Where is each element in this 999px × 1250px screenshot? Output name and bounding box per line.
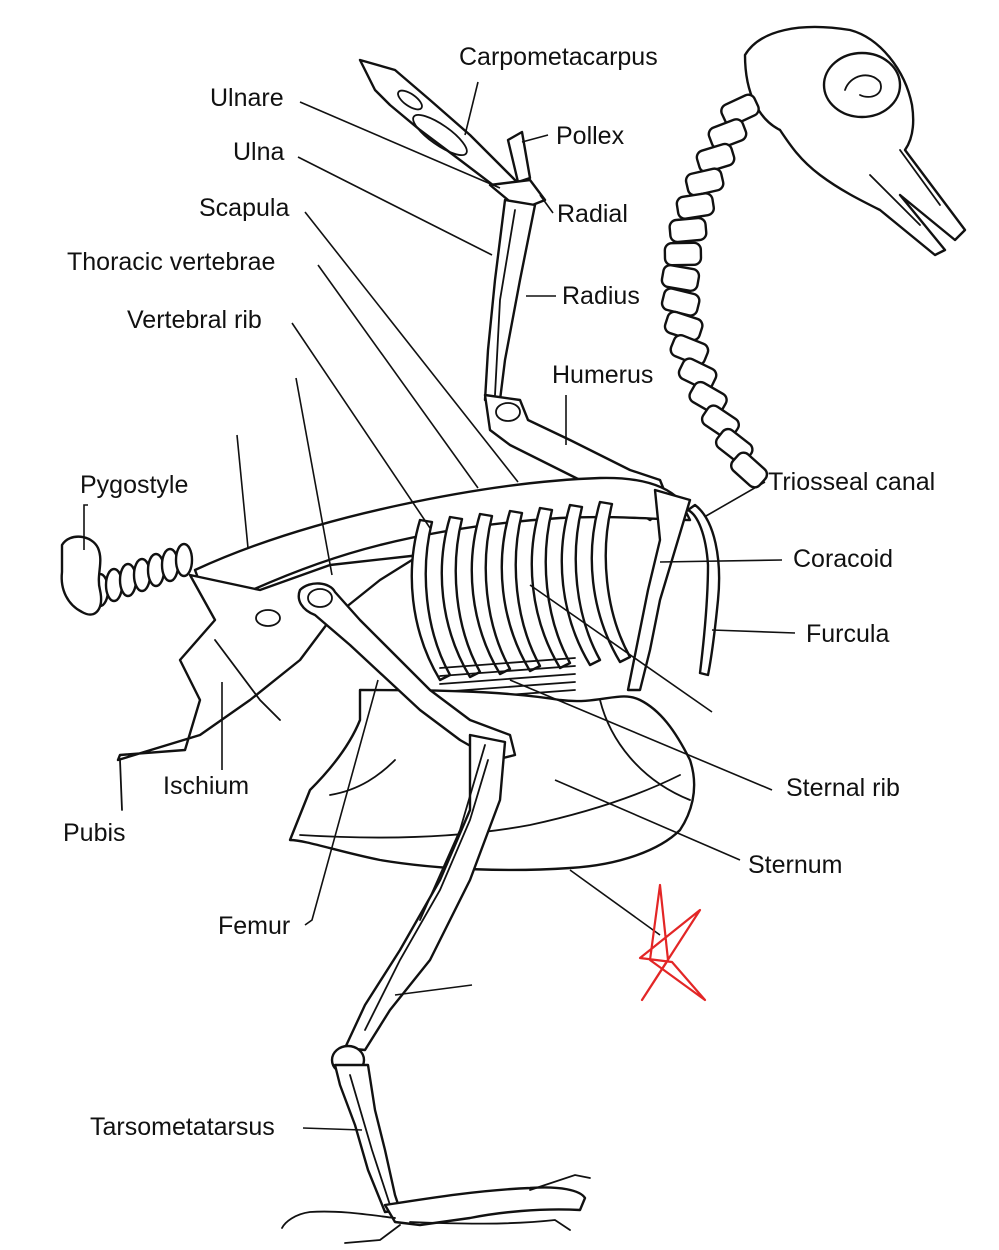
leader-carpometacarpus bbox=[465, 82, 478, 135]
leader-coracoid bbox=[660, 560, 782, 562]
label-ischium: Ischium bbox=[163, 774, 249, 799]
label-ulnare: Ulnare bbox=[210, 86, 284, 111]
leader-vertebral-rib bbox=[292, 323, 430, 528]
label-carpometacarpus: Carpometacarpus bbox=[459, 45, 658, 70]
leg bbox=[282, 583, 590, 1243]
neck-vertebra bbox=[669, 217, 707, 242]
label-triosseal-canal: Triosseal canal bbox=[768, 470, 935, 495]
red-star-mark bbox=[640, 885, 705, 1000]
leader-tarsometatarsus bbox=[303, 1128, 362, 1130]
tail-vertebra bbox=[176, 544, 192, 576]
vertebral-rib bbox=[592, 502, 630, 662]
leader-pygostyle-2 bbox=[237, 435, 248, 548]
leader-triosseal-canal bbox=[706, 482, 765, 516]
leader-sternum-keel bbox=[570, 870, 660, 935]
label-tarsometatarsus: Tarsometatarsus bbox=[90, 1115, 275, 1140]
leader-pollex bbox=[522, 135, 548, 142]
label-vertebral-rib: Vertebral rib bbox=[127, 308, 262, 333]
tail-vertebrae bbox=[92, 544, 192, 606]
label-sternal-rib: Sternal rib bbox=[786, 776, 900, 801]
label-pubis: Pubis bbox=[63, 821, 126, 846]
label-pygostyle: Pygostyle bbox=[80, 473, 188, 498]
label-radius: Radius bbox=[562, 284, 640, 309]
leader-radial bbox=[540, 195, 553, 213]
leader-furcula bbox=[712, 630, 795, 633]
shoulder-girdle bbox=[628, 490, 719, 690]
label-ulna: Ulna bbox=[233, 140, 284, 165]
neck-vertebra bbox=[665, 243, 701, 266]
label-coracoid: Coracoid bbox=[793, 547, 893, 572]
pygostyle-bone bbox=[62, 537, 101, 615]
neck-vertebrae bbox=[661, 92, 770, 490]
neck-vertebra bbox=[676, 192, 715, 219]
label-scapula: Scapula bbox=[199, 196, 289, 221]
label-furcula: Furcula bbox=[806, 622, 889, 647]
neck-vertebra bbox=[661, 264, 700, 292]
label-sternum: Sternum bbox=[748, 853, 842, 878]
label-thoracic-vertebrae: Thoracic vertebrae bbox=[67, 250, 275, 275]
skull bbox=[745, 27, 965, 255]
label-pollex: Pollex bbox=[556, 124, 624, 149]
label-radial: Radial bbox=[557, 202, 628, 227]
sternal-rib bbox=[440, 674, 575, 684]
label-humerus: Humerus bbox=[552, 363, 653, 388]
leader-thoracic-vertebrae bbox=[318, 265, 478, 488]
label-femur: Femur bbox=[218, 914, 290, 939]
